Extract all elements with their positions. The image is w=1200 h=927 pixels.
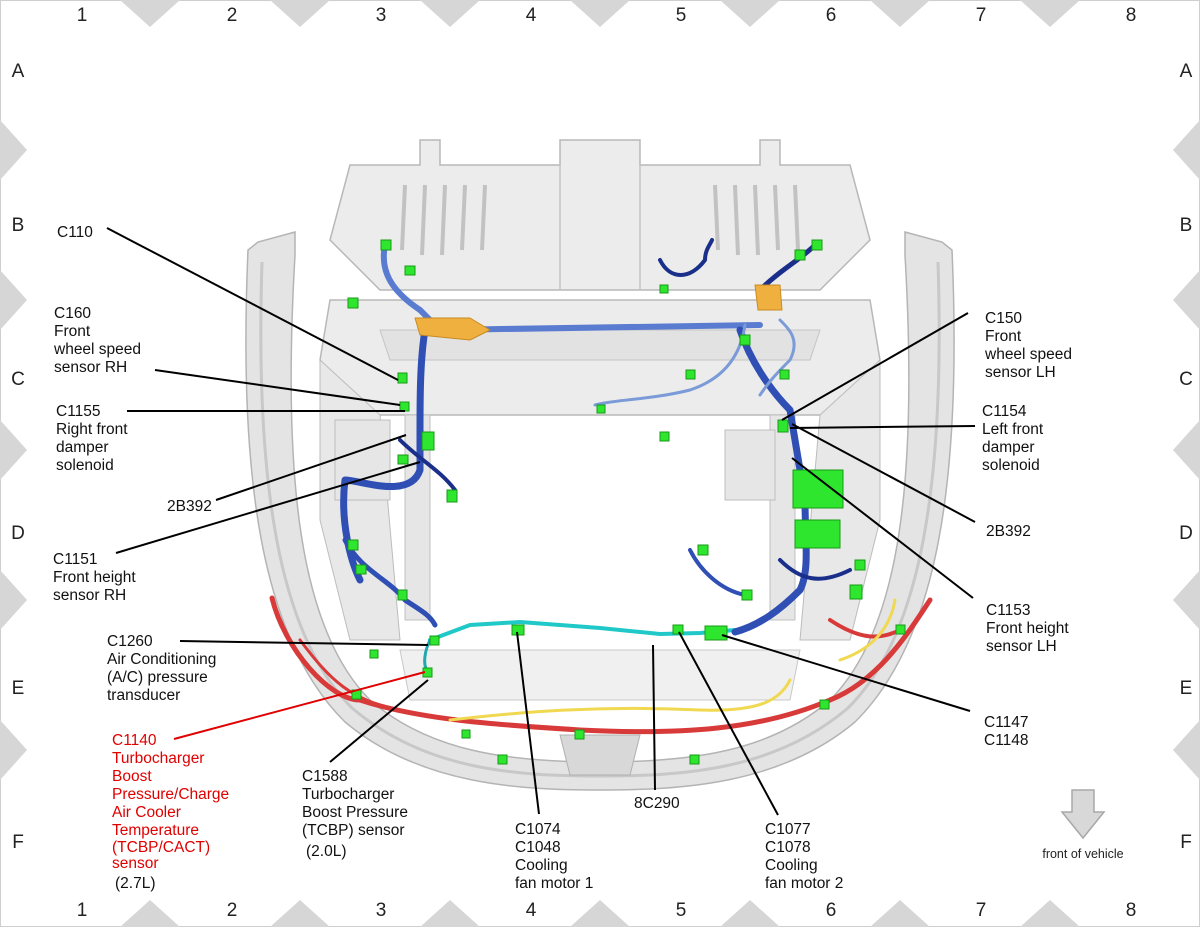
leader-c1154 bbox=[789, 425, 976, 429]
label-c1147: C1147 C1148 bbox=[984, 714, 1033, 749]
grid-col-1: 1 bbox=[77, 900, 88, 921]
leader-c1153 bbox=[791, 457, 974, 599]
label-c110: C110 bbox=[57, 224, 93, 241]
grid-col-5: 5 bbox=[676, 5, 687, 26]
label-2b392-rh: 2B392 bbox=[167, 498, 212, 515]
front-of-vehicle-indicator: front of vehicle bbox=[1042, 789, 1124, 861]
grid-row-d: D bbox=[1179, 523, 1193, 544]
grid-col-7: 7 bbox=[976, 5, 987, 26]
grid-col-1: 1 bbox=[77, 5, 88, 26]
grid-row-e: E bbox=[1180, 678, 1193, 699]
label-c1588-engine: (2.0L) bbox=[306, 843, 347, 860]
grid-col-2: 2 bbox=[227, 5, 238, 26]
leader-c1140 bbox=[173, 671, 426, 740]
grid-rows-left: A B C D E F bbox=[11, 61, 25, 853]
wiring-harness bbox=[269, 238, 933, 735]
grid-row-b: B bbox=[12, 215, 25, 236]
grid-row-a: A bbox=[1180, 61, 1193, 82]
leader-c1147 bbox=[721, 634, 971, 712]
grid-col-8: 8 bbox=[1126, 900, 1137, 921]
grid-row-b: B bbox=[1180, 215, 1193, 236]
leader-c1074 bbox=[516, 631, 540, 815]
label-c150: C150 Front wheel speed sensor LH bbox=[984, 310, 1076, 381]
label-c1077: C1077 C1078 Cooling fan motor 2 bbox=[765, 821, 843, 892]
leader-lines bbox=[106, 227, 976, 816]
grid-row-a: A bbox=[12, 61, 25, 82]
leader-c1588 bbox=[329, 679, 429, 763]
leader-c150 bbox=[781, 312, 969, 421]
grid-col-4: 4 bbox=[526, 900, 537, 921]
label-c1140-engine: (2.7L) bbox=[115, 875, 156, 892]
label-c160: C160 Front wheel speed sensor RH bbox=[53, 305, 145, 376]
label-c1074: C1074 C1048 Cooling fan motor 1 bbox=[515, 821, 593, 892]
grid-col-6: 6 bbox=[826, 900, 837, 921]
grid-col-8: 8 bbox=[1126, 5, 1137, 26]
grid-row-c: C bbox=[1179, 369, 1193, 390]
label-c1154: C1154 Left front damper solenoid bbox=[982, 403, 1048, 474]
grid-col-2: 2 bbox=[227, 900, 238, 921]
grid-rows-right: A B C D E F bbox=[1179, 61, 1193, 853]
grid-col-4: 4 bbox=[526, 5, 537, 26]
grid-row-f: F bbox=[12, 832, 24, 853]
grid-col-6: 6 bbox=[826, 5, 837, 26]
label-2b392-lh: 2B392 bbox=[986, 523, 1031, 540]
label-c1151: C1151 Front height sensor RH bbox=[53, 551, 140, 604]
leader-c160 bbox=[154, 369, 401, 406]
leader-8c290 bbox=[652, 644, 656, 791]
leader-c1151 bbox=[115, 461, 421, 554]
label-c1588: C1588 Turbocharger Boost Pressure (TCBP)… bbox=[302, 768, 412, 839]
label-c1155: C1155 Right front damper solenoid bbox=[56, 403, 132, 474]
label-c1153: C1153 Front height sensor LH bbox=[986, 602, 1073, 655]
front-of-vehicle-label: front of vehicle bbox=[1042, 847, 1123, 861]
grid-columns-top: 1 2 3 4 5 6 7 8 bbox=[77, 5, 1137, 26]
label-8c290: 8C290 bbox=[634, 795, 680, 812]
leader-c1260 bbox=[179, 640, 429, 646]
grid-row-c: C bbox=[11, 369, 25, 390]
grid-row-f: F bbox=[1180, 832, 1192, 853]
grid-col-3: 3 bbox=[376, 900, 387, 921]
connectors bbox=[347, 239, 906, 765]
leader-c1077 bbox=[678, 631, 779, 816]
leader-c110 bbox=[106, 227, 399, 381]
label-c1140: C1140 Turbocharger Boost Pressure/Charge… bbox=[112, 732, 233, 872]
grid-columns-bottom: 1 2 3 4 5 6 7 8 bbox=[77, 900, 1137, 921]
grid-col-5: 5 bbox=[676, 900, 687, 921]
leader-2b392-rh bbox=[215, 434, 407, 501]
grid-row-e: E bbox=[12, 678, 25, 699]
grid-col-3: 3 bbox=[376, 5, 387, 26]
leader-2b392-lh bbox=[791, 423, 976, 523]
grid-row-d: D bbox=[11, 523, 25, 544]
label-c1260: C1260 Air Conditioning (A/C) pressure tr… bbox=[107, 633, 221, 704]
down-arrow-icon bbox=[1060, 789, 1106, 840]
grid-col-7: 7 bbox=[976, 900, 987, 921]
